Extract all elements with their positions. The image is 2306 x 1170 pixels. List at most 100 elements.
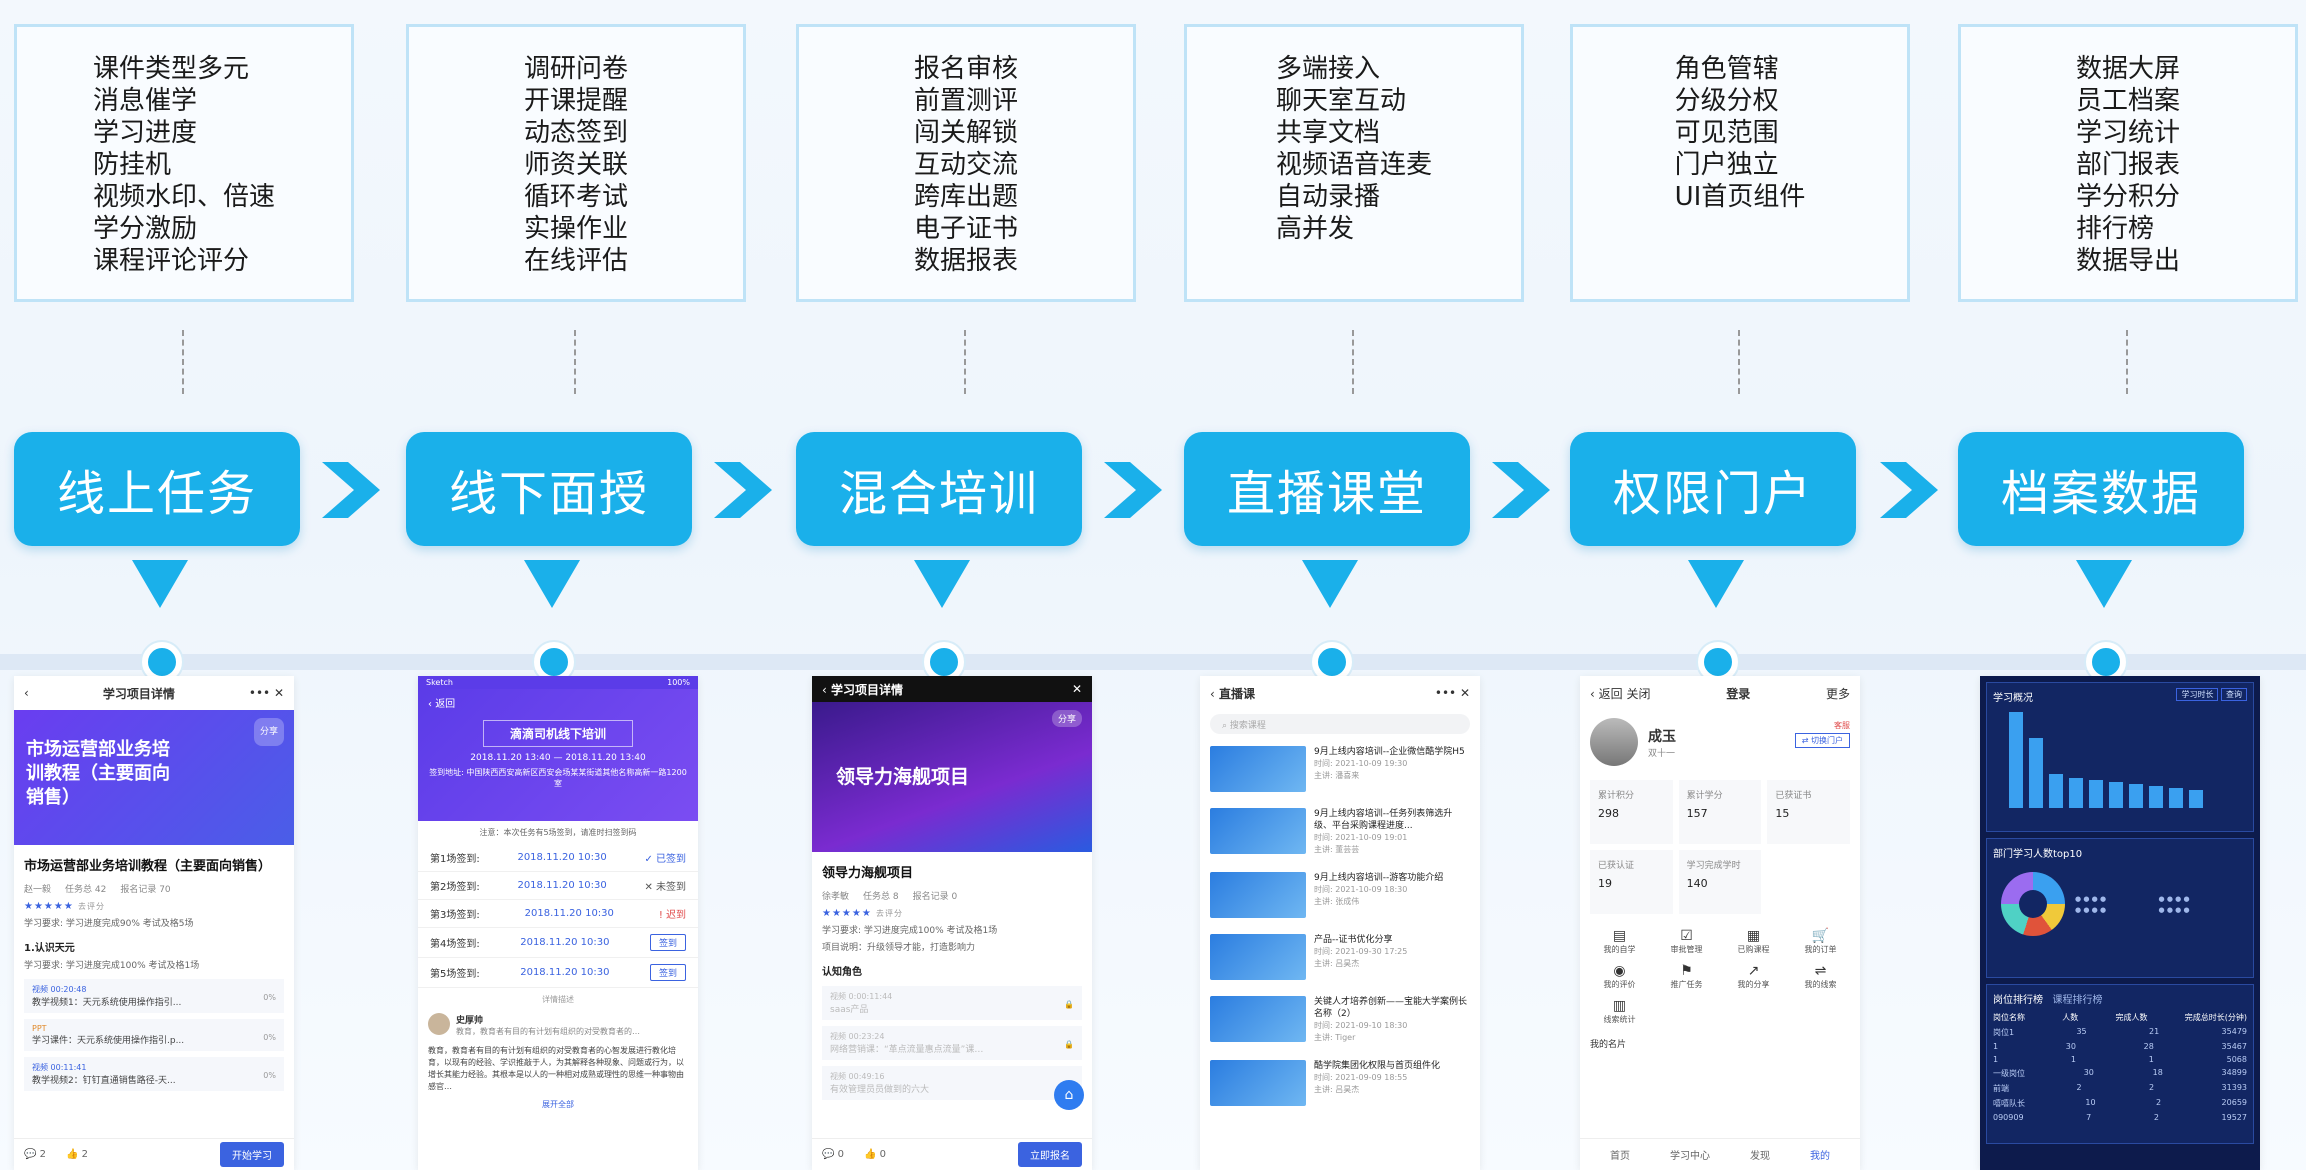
feature-item: 部门报表: [2075, 150, 2180, 180]
live-thumbnail: [1210, 996, 1306, 1042]
course-icon: ▦: [1746, 928, 1761, 944]
tab-position-rank[interactable]: 岗位排行榜: [1993, 995, 2043, 1006]
back-button[interactable]: ‹ 返回: [1590, 686, 1623, 701]
menu-item[interactable]: ⇌我的线索: [1791, 963, 1850, 990]
like-icon[interactable]: 👍 0: [864, 1149, 887, 1160]
feature-box: 数据大屏 员工档案 学习统计 部门报表 学分积分 排行榜 数据导出: [1958, 24, 2298, 302]
signin-note: 注意：本次任务有5场签到，请准时扫签到码: [479, 828, 637, 837]
close-icon[interactable]: ••• ✕: [1434, 686, 1470, 700]
project-banner: 分享 领导力海舰项目: [812, 702, 1092, 852]
home-icon[interactable]: ⌂: [1054, 1080, 1084, 1110]
feature-item: 可见范围: [1674, 118, 1779, 148]
live-item[interactable]: 9月上线内容培训--任务列表筛选升级、平台采购课程进度...时间: 2021-1…: [1200, 800, 1480, 864]
feature-item: 高并发: [1275, 214, 1354, 244]
signin-button[interactable]: 签到: [649, 964, 686, 981]
comment-icon[interactable]: 💬 2: [24, 1149, 47, 1160]
tab-mine[interactable]: 我的: [1810, 1151, 1830, 1162]
study-icon: ▤: [1612, 928, 1627, 944]
close-icon[interactable]: ✕: [1071, 682, 1082, 696]
menu-item[interactable]: ↗我的分享: [1724, 963, 1783, 990]
lock-icon: 🔒: [1064, 1040, 1074, 1049]
tab-home[interactable]: 首页: [1610, 1151, 1630, 1162]
menu-item[interactable]: ◉我的评价: [1590, 963, 1649, 990]
feature-item: 自动录播: [1275, 182, 1380, 212]
close-icon[interactable]: ••• ✕: [248, 686, 284, 700]
stage-pointer: [132, 560, 188, 608]
panel-title: 学习概况: [1993, 693, 2033, 704]
switch-portal-button[interactable]: ⇄ 切换门户: [1794, 733, 1850, 748]
lead-icon: ⇌: [1814, 963, 1827, 979]
start-learning-button[interactable]: 开始学习: [220, 1142, 284, 1167]
bar: [2169, 788, 2183, 808]
metric-select[interactable]: 学习时长: [2176, 688, 2219, 701]
feature-item: 排行榜: [2075, 214, 2154, 244]
back-button[interactable]: ‹ 返回: [428, 699, 456, 710]
back-icon[interactable]: ‹: [822, 682, 827, 697]
comment-icon[interactable]: 💬 0: [822, 1149, 845, 1160]
menu-item[interactable]: ▦已购课程: [1724, 928, 1783, 955]
signup-button[interactable]: 立即报名: [1018, 1142, 1082, 1167]
stage-offline-training[interactable]: 线下面授: [406, 432, 692, 546]
live-thumbnail: [1210, 746, 1306, 792]
back-icon[interactable]: ‹: [24, 686, 29, 700]
flag-icon: ⚑: [1680, 963, 1693, 979]
stage-permission-portal[interactable]: 权限门户: [1570, 432, 1856, 546]
menu-item[interactable]: 🛒我的订单: [1791, 928, 1850, 955]
stage-live-classroom[interactable]: 直播课堂: [1184, 432, 1470, 546]
like-icon[interactable]: 👍 2: [66, 1149, 89, 1160]
share-button[interactable]: 分享: [1051, 710, 1082, 727]
query-button[interactable]: 查询: [2221, 688, 2247, 701]
feature-box: 课件类型多元 消息催学 学习进度 防挂机 视频水印、倍速 学分激励 课程评论评分: [14, 24, 354, 302]
search-input[interactable]: ⌕ 搜索课程: [1210, 714, 1470, 734]
close-button[interactable]: 关闭: [1626, 686, 1651, 701]
menu-item[interactable]: ☑审批管理: [1657, 928, 1716, 955]
expand-link[interactable]: 展开全部: [542, 1100, 574, 1109]
chevron-right-icon: [1492, 462, 1550, 518]
tab-discover[interactable]: 发现: [1750, 1151, 1770, 1162]
stage-archive-data[interactable]: 档案数据: [1958, 432, 2244, 546]
back-icon[interactable]: ‹: [1210, 686, 1215, 701]
stage-online-task[interactable]: 线上任务: [14, 432, 300, 546]
signin-button[interactable]: 签到: [649, 934, 686, 951]
feature-item: 课程评论评分: [92, 246, 249, 276]
feature-item: 共享文档: [1275, 118, 1380, 148]
rating-stars[interactable]: ★★★★★ 去评分: [822, 908, 904, 919]
banner-title: 市场运营部业务培训教程（主要面向销售）: [26, 739, 170, 808]
live-item[interactable]: 关键人才培养创新——宝能大学案例长名称（2）时间: 2021-09-10 18:…: [1200, 988, 1480, 1052]
stage-blended-training[interactable]: 混合培训: [796, 432, 1082, 546]
tab-course-rank[interactable]: 课程排行榜: [2052, 995, 2103, 1006]
section-title[interactable]: 我的名片: [1590, 1040, 1627, 1050]
menu-item[interactable]: ▥线索统计: [1590, 998, 1649, 1025]
menu-item[interactable]: ▤我的自学: [1590, 928, 1649, 955]
feature-icon-grid: ▤我的自学 ☑审批管理 ▦已购课程 🛒我的订单 ◉我的评价 ⚑推广任务 ↗我的分…: [1580, 920, 1860, 1033]
signup-count: 报名记录 0: [912, 892, 958, 902]
screen-blended-training: ‹ 学习项目详情 ✕ 分享 领导力海舰项目 领导力海舰项目 徐孝敏 任务总 8 …: [812, 676, 1092, 1170]
section-title[interactable]: 1.认识天元: [24, 943, 75, 954]
donut: [2001, 872, 2065, 936]
more-button[interactable]: 更多: [1825, 686, 1850, 701]
screen-online-task: ‹ 学习项目详情 ••• ✕ 分享 市场运营部业务培训教程（主要面向销售） 市场…: [14, 676, 294, 1170]
tab-learning-center[interactable]: 学习中心: [1670, 1151, 1710, 1162]
share-button[interactable]: 分享: [253, 718, 284, 746]
rating-stars[interactable]: ★★★★★ 去评分: [24, 901, 106, 912]
bar: [2049, 774, 2063, 808]
menu-item[interactable]: ⚑推广任务: [1657, 963, 1716, 990]
approval-icon: ☑: [1680, 928, 1693, 944]
